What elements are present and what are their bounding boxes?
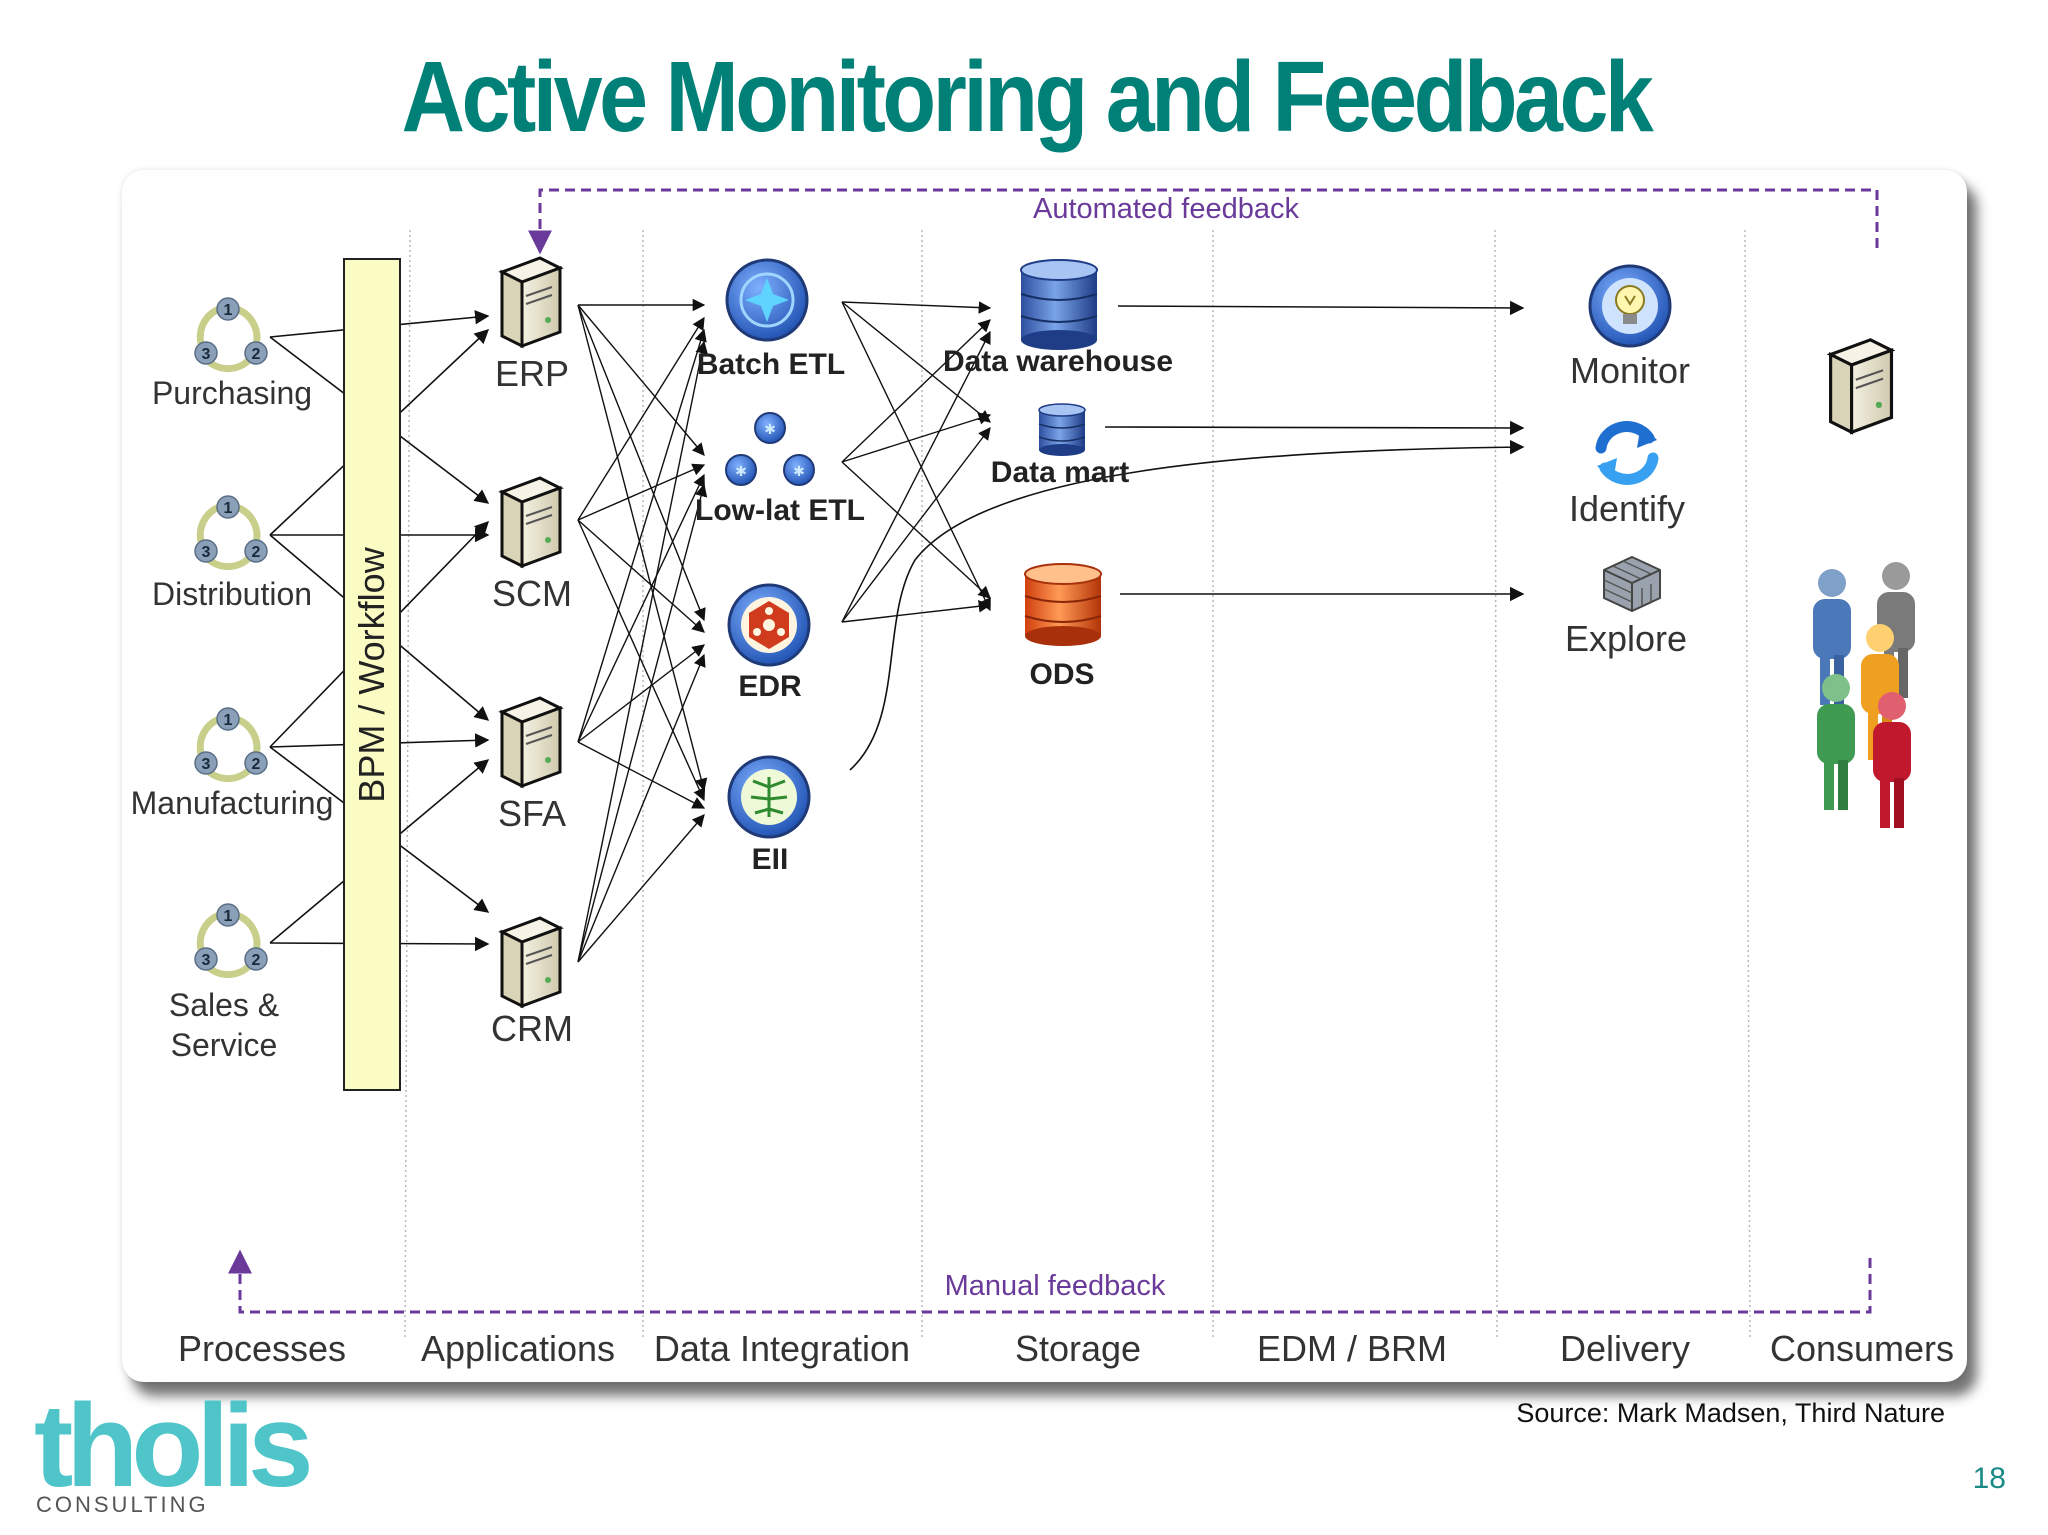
cycle-number: 3 <box>202 346 211 363</box>
cycle-number: 3 <box>202 756 211 773</box>
automated-feedback-label: Automated feedback <box>1032 193 1300 225</box>
cycle-number: 1 <box>224 500 233 517</box>
edr-icon <box>727 583 811 667</box>
manual-feedback-label: Manual feedback <box>944 1270 1166 1302</box>
integration-to-storage-arrows <box>841 301 992 623</box>
column-separators <box>404 229 1751 1341</box>
cycle-number: 2 <box>252 952 261 969</box>
column-label-applications: Applications <box>420 1328 616 1369</box>
source-credit: Source: Mark Madsen, Third Nature <box>1516 1398 1945 1428</box>
people-icon <box>1813 562 1915 828</box>
storage-label-data-warehouse: Data warehouse <box>942 345 1174 378</box>
cycle-number: 3 <box>202 952 211 969</box>
storage-label-data-mart: Data mart <box>990 456 1130 489</box>
cube-icon <box>1603 555 1661 613</box>
app-label-crm: CRM <box>491 1008 573 1049</box>
svg-text:✱: ✱ <box>764 421 776 437</box>
tholis-logo: tholis CONSULTING <box>34 1380 334 1522</box>
process-label-sales-service: Sales & Service <box>168 987 280 1063</box>
cycle-number: 2 <box>252 756 261 773</box>
delivery-label-explore: Explore <box>1564 618 1688 659</box>
page-number: 18 <box>1972 1462 2006 1495</box>
column-label-edm-brm: EDM / BRM <box>1256 1328 1448 1369</box>
column-label-delivery: Delivery <box>1559 1328 1691 1369</box>
integration-label-eii: EII <box>751 843 789 876</box>
cycle-icon: 1 2 3 <box>194 495 268 571</box>
application-to-integration-arrows <box>577 298 708 963</box>
cycle-number: 1 <box>224 908 233 925</box>
process-label-distribution: Distribution <box>151 576 313 612</box>
cycle-number: 2 <box>252 544 261 561</box>
app-label-sfa: SFA <box>497 793 567 834</box>
storage-label-ods: ODS <box>1029 658 1095 691</box>
column-label-data-integration: Data Integration <box>653 1328 911 1369</box>
cycle-number: 2 <box>252 346 261 363</box>
process-cycle-icons: 1 2 3 1 2 3 1 2 3 1 2 3 <box>194 297 268 979</box>
delivery-label-monitor: Monitor <box>1569 350 1691 391</box>
server-icon <box>498 256 564 349</box>
app-label-scm: SCM <box>492 573 572 614</box>
integration-label-batch-etl: Batch ETL <box>696 348 846 381</box>
logo-tagline: CONSULTING <box>36 1492 209 1517</box>
server-icon <box>1826 338 1896 435</box>
ods-icon <box>1024 563 1102 646</box>
refresh-icon <box>1595 421 1659 485</box>
cycle-icon: 1 2 3 <box>194 297 268 373</box>
integration-label-edr: EDR <box>738 670 802 703</box>
column-label-processes: Processes <box>177 1328 347 1369</box>
cycle-icon: 1 2 3 <box>194 903 268 979</box>
eii-icon <box>727 755 811 839</box>
automated-feedback-loop <box>528 188 1879 255</box>
column-label-storage: Storage <box>1014 1328 1142 1369</box>
application-servers <box>498 256 564 1009</box>
logo-wordmark: tholis <box>34 1380 314 1512</box>
delivery-label-identify: Identify <box>1568 488 1686 529</box>
svg-text:✱: ✱ <box>793 463 805 479</box>
storage-to-delivery-arrows <box>849 300 1525 771</box>
bpm-workflow-label: BPM / Workflow <box>351 546 392 803</box>
server-icon <box>498 696 564 789</box>
column-label-consumers: Consumers <box>1769 1328 1955 1369</box>
app-label-erp: ERP <box>494 353 570 394</box>
manual-feedback-loop <box>228 1249 1872 1314</box>
process-label-purchasing: Purchasing <box>151 375 313 411</box>
data-mart-icon <box>1038 403 1086 456</box>
cycle-icon: 1 2 3 <box>194 707 268 783</box>
data-warehouse-icon <box>1020 259 1098 350</box>
cycle-number: 1 <box>224 712 233 729</box>
page-title: Active Monitoring and Feedback <box>401 41 1654 153</box>
consumer-server-icon <box>1826 338 1896 435</box>
svg-text:✱: ✱ <box>735 463 747 479</box>
server-icon <box>498 476 564 569</box>
integration-label-low-lat-etl: Low-lat ETL <box>695 494 865 527</box>
server-icon <box>498 916 564 1009</box>
cycle-number: 1 <box>224 302 233 319</box>
bpm-workflow-bar: BPM / Workflow <box>343 258 401 1091</box>
lightbulb-icon <box>1588 264 1672 348</box>
cycle-number: 3 <box>202 544 211 561</box>
process-label-manufacturing: Manufacturing <box>130 785 334 821</box>
batch-etl-icon <box>725 258 809 342</box>
low-lat-etl-icon: ✱ ✱ ✱ <box>725 412 815 486</box>
diagram-panel <box>122 170 1967 1382</box>
